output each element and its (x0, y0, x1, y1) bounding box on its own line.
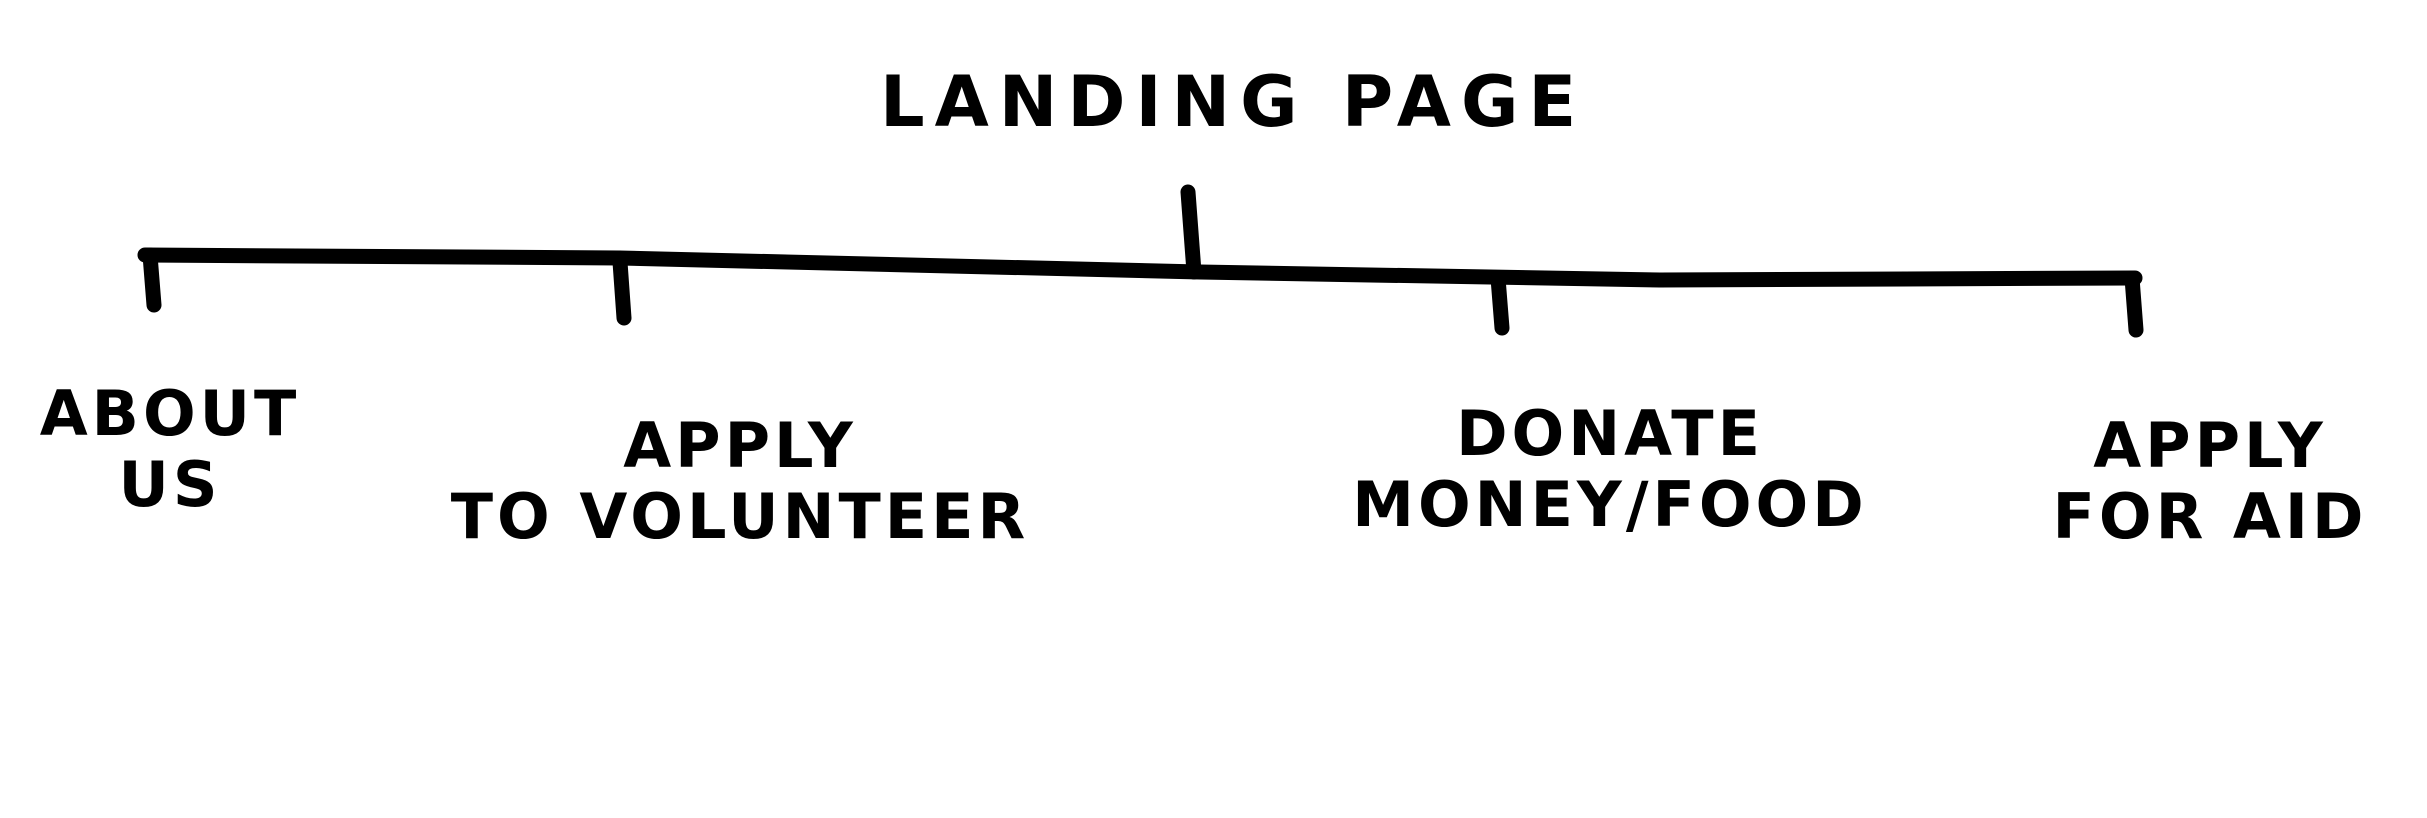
child-node-apply-for-aid: APPLY FOR AID (2010, 410, 2410, 553)
child-node-apply-to-volunteer: APPLY TO VOLUNTEER (440, 410, 1040, 553)
child-node-label-line1: DONATE (1456, 397, 1764, 470)
child-node-label-line2: FOR AID (2052, 480, 2368, 554)
root-stem-line (1180, 184, 1202, 280)
child-node-label-line1: APPLY (623, 409, 857, 482)
child-node-donate-money-food: DONATE MONEY/FOOD (1330, 398, 1890, 541)
branch-drop-donate (1490, 270, 1510, 336)
branch-drop-about (142, 247, 162, 313)
child-node-label-line1: APPLY (2093, 409, 2327, 482)
child-node-label-line2: MONEY/FOOD (1352, 468, 1868, 542)
branch-drop-volunteer (612, 254, 632, 326)
child-node-about-us: ABOUT US (20, 378, 320, 521)
root-node-label: LANDING PAGE (880, 61, 1587, 143)
branch-drop-aid (2124, 270, 2144, 338)
child-node-label-line2: US (118, 448, 222, 522)
child-node-label-line2: TO VOLUNTEER (450, 480, 1030, 554)
horizontal-branch-line (137, 247, 2143, 288)
root-node-landing-page: LANDING PAGE (880, 62, 1586, 143)
child-node-label-line1: ABOUT (39, 377, 301, 450)
